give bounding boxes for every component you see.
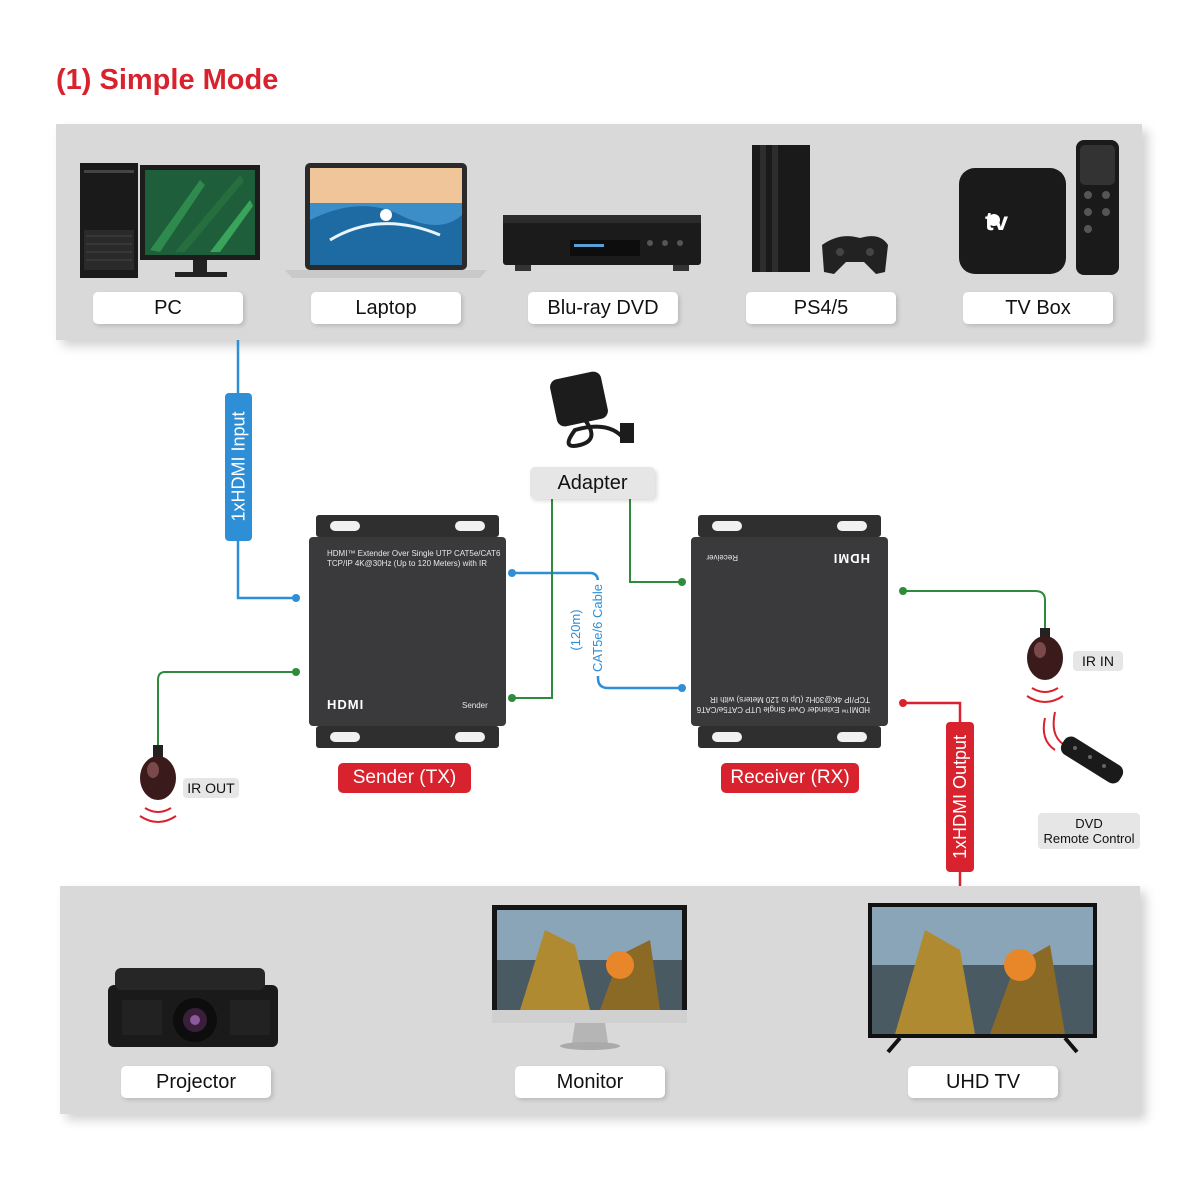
projector-icon — [108, 968, 278, 1047]
ir-out-line — [157, 671, 296, 745]
sender-slot — [330, 521, 360, 531]
page-title: (1) Simple Mode — [56, 64, 279, 96]
cat-cable-label: CAT5e/6 Cable — [590, 584, 605, 672]
receiver-slot — [837, 521, 867, 531]
receiver-tag: Receiver — [706, 553, 738, 562]
adapter-label: Adapter — [530, 467, 655, 499]
receiver-flange-bottom — [698, 726, 881, 748]
cat-length-label-wrap: (120m) — [567, 605, 585, 655]
sender-tag: Sender — [462, 701, 488, 710]
sender-flange-bottom — [316, 726, 499, 748]
receiver-desc-line1: HDMI™ Extender Over Single UTP CAT5e/CAT… — [696, 705, 870, 714]
ir-in-label: IR IN — [1073, 651, 1123, 671]
remote-label: DVD Remote Control — [1038, 813, 1140, 849]
ps4-icon — [752, 145, 888, 274]
sender-desc-line2: TCP/IP 4K@30Hz (Up to 120 Meters) with I… — [327, 559, 488, 568]
receiver-hdmi-logo: HDMI — [832, 551, 870, 566]
remote-label-line1: DVD — [1075, 816, 1103, 831]
hdmi-input-label-wrap: 1xHDMI Input — [225, 393, 252, 541]
monitor-icon — [492, 905, 687, 1050]
ir-in-line — [903, 590, 1046, 630]
source-label-pc: PC — [93, 292, 243, 324]
receiver-slot — [837, 732, 867, 742]
hdmi-output-label: 1xHDMI Output — [950, 734, 970, 860]
source-label-ps: PS4/5 — [746, 292, 896, 324]
receiver-label: Receiver (RX) — [721, 763, 859, 793]
adapter-receiver-line — [629, 496, 682, 583]
sender-label: Sender (TX) — [338, 763, 471, 793]
receiver-flange-top — [698, 515, 881, 537]
display-label-projector: Projector — [121, 1066, 271, 1098]
ir-out-sensor-icon — [139, 745, 177, 823]
sender-slot — [330, 732, 360, 742]
source-label-tvbox: TV Box — [963, 292, 1113, 324]
uhd-tv-icon — [868, 903, 1097, 1054]
sender-hdmi-logo: HDMI — [327, 697, 365, 712]
sender-box: HDMI™ Extender Over Single UTP CAT5e/CAT… — [309, 537, 506, 726]
cat-cable-label-wrap: CAT5e/6 Cable — [589, 580, 607, 676]
tv-box-icon: tv — [959, 140, 1119, 275]
source-label-laptop: Laptop — [311, 292, 461, 324]
ir-out-label: IR OUT — [183, 778, 239, 798]
pc-icon — [80, 163, 260, 278]
bluray-player-icon — [503, 215, 701, 271]
cat-length-label: (120m) — [568, 609, 583, 651]
receiver-slot — [712, 732, 742, 742]
receiver-box: HDMI™ Extender Over Single UTP CAT5e/CAT… — [691, 537, 888, 726]
remote-control-icon — [1042, 711, 1124, 784]
receiver-slot — [712, 521, 742, 531]
display-label-uhdtv: UHD TV — [908, 1066, 1058, 1098]
laptop-icon — [285, 163, 487, 278]
sender-flange-top — [316, 515, 499, 537]
remote-label-line2: Remote Control — [1043, 831, 1135, 846]
receiver-desc-line2: TCP/IP 4K@30Hz (Up to 120 Meters) with I… — [709, 695, 870, 704]
sender-desc-line1: HDMI™ Extender Over Single UTP CAT5e/CAT… — [327, 549, 501, 558]
source-label-bluray: Blu-ray DVD — [528, 292, 678, 324]
ir-in-sensor-icon — [1026, 628, 1064, 703]
hdmi-input-label: 1xHDMI Input — [228, 411, 249, 522]
hdmi-output-label-wrap: 1xHDMI Output — [946, 722, 974, 872]
power-adapter-icon — [550, 371, 634, 448]
display-label-monitor: Monitor — [515, 1066, 665, 1098]
adapter-sender-line — [512, 496, 553, 699]
sender-slot — [455, 732, 485, 742]
sender-slot — [455, 521, 485, 531]
